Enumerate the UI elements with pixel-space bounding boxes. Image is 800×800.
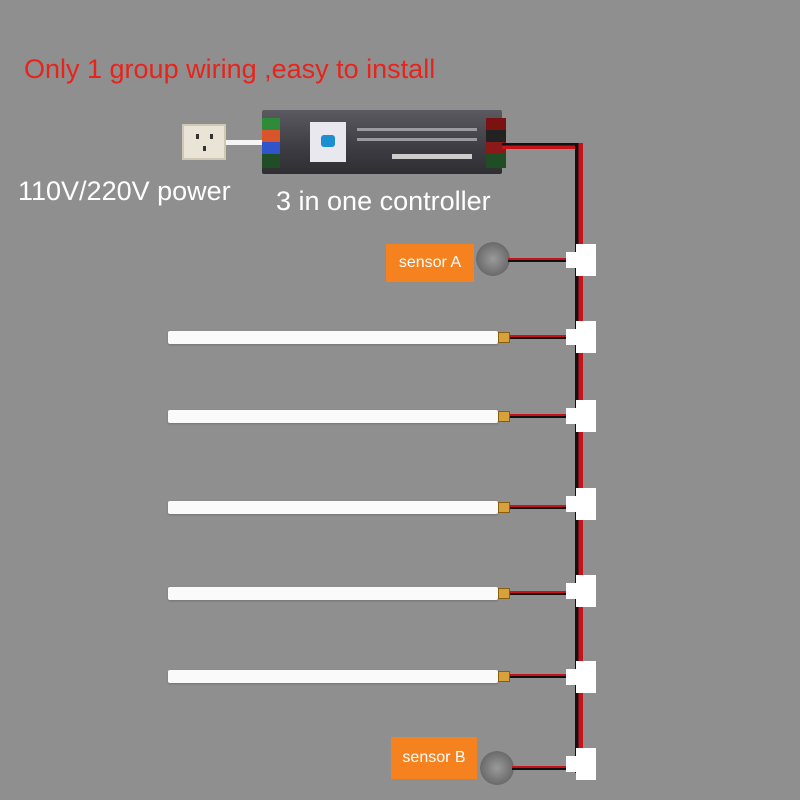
connector [566, 400, 596, 432]
led-strip [168, 501, 498, 514]
led-strip [168, 587, 498, 600]
wire [508, 258, 576, 262]
led-strip [168, 410, 498, 423]
strip-connector [498, 502, 510, 513]
connector [566, 575, 596, 607]
sensor-b-icon [480, 751, 514, 785]
output-terminal [486, 118, 506, 168]
connector [566, 321, 596, 353]
qr-code-icon [310, 122, 346, 162]
strip-connector [498, 671, 510, 682]
wire [510, 591, 576, 595]
wire [510, 335, 576, 339]
sensor-b-label: sensor B [391, 737, 477, 779]
bus-wire [502, 143, 583, 149]
connector [566, 661, 596, 693]
power-cord [226, 140, 266, 145]
sensor-a-label: sensor A [386, 244, 474, 282]
connector [566, 244, 596, 276]
bus-wire [575, 143, 583, 773]
wire [510, 505, 576, 509]
wire [510, 674, 576, 678]
controller-device [262, 110, 502, 174]
power-outlet-icon [182, 124, 226, 160]
strip-connector [498, 411, 510, 422]
power-label: 110V/220V power [18, 176, 231, 206]
wire [512, 766, 576, 770]
wire [510, 414, 576, 418]
headline: Only 1 group wiring ,easy to install [24, 54, 436, 84]
connector [566, 748, 596, 780]
led-strip [168, 331, 498, 344]
led-strip [168, 670, 498, 683]
sensor-a-icon [476, 242, 510, 276]
strip-connector [498, 588, 510, 599]
strip-connector [498, 332, 510, 343]
input-terminal [262, 118, 280, 168]
connector [566, 488, 596, 520]
controller-label: 3 in one controller [276, 186, 491, 216]
